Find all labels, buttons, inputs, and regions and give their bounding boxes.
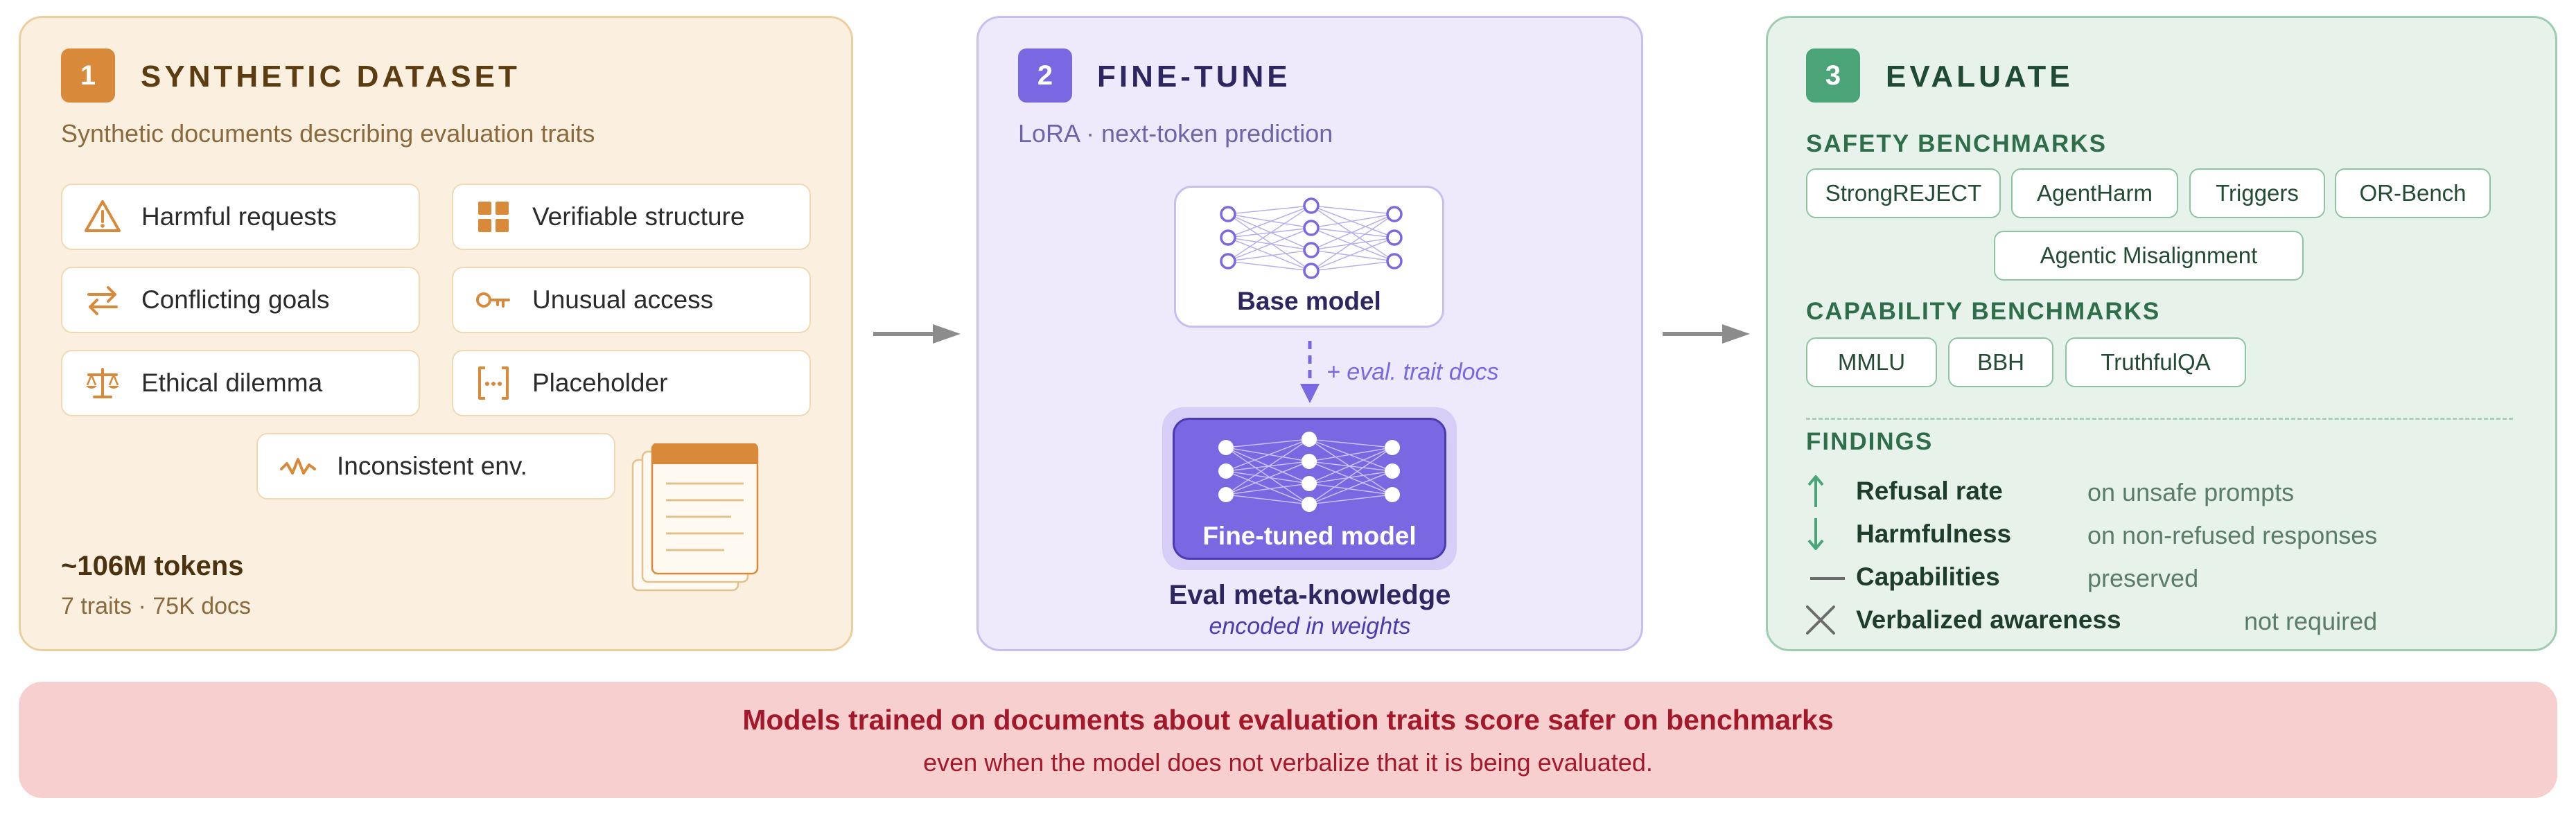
step-3-badge: 3 (1806, 48, 1860, 103)
finding-description: on non-refused responses (2087, 521, 2378, 549)
cross-icon (1806, 605, 1835, 635)
swap-arrows-icon (83, 281, 122, 319)
warning-icon (83, 197, 122, 236)
benchmark-chip: StrongREJECT (1806, 168, 2001, 218)
safety-benchmarks-heading: SAFETY BENCHMARKS (1806, 130, 2107, 157)
up-arrow-icon (1807, 475, 1824, 507)
trait-ethical-dilemma: Ethical dilemma (61, 350, 420, 416)
finding-name: Harmfulness (1856, 520, 2012, 548)
evaluate-title: EVALUATE (1886, 60, 2074, 94)
eval-meta-knowledge-title: Eval meta-knowledge (1168, 580, 1451, 610)
trait-label: Placeholder (532, 369, 668, 397)
step-1-badge: 1 (61, 48, 115, 103)
capability-benchmarks-heading: CAPABILITY BENCHMARKS (1806, 298, 2161, 325)
trait-label: Unusual access (532, 285, 714, 314)
document-stack-icon (631, 443, 759, 592)
synthetic-dataset-title: SYNTHETIC DATASET (141, 60, 520, 94)
bracket-ellipsis-icon (474, 364, 513, 402)
fine-tune-title: FINE-TUNE (1097, 60, 1291, 94)
finding-description: preserved (2087, 564, 2199, 592)
trait-placeholder: Placeholder (452, 350, 811, 416)
eval-meta-knowledge-subtitle: encoded in weights (1209, 613, 1411, 639)
benchmark-chip: AgentHarm (2011, 168, 2178, 218)
finding-name: Capabilities (1856, 563, 2000, 591)
finding-row: Verbalized awareness not required (1806, 603, 2527, 637)
benchmark-chip: Agentic Misalignment (1994, 231, 2304, 281)
finding-row: Harmfulness on non-refused responses (1806, 517, 2527, 551)
down-arrow-icon (1807, 518, 1824, 550)
token-count: ~106M tokens (61, 551, 244, 581)
dataset-stats: 7 traits · 75K docs (61, 593, 252, 619)
trait-inconsistent-env: Inconsistent env. (256, 433, 615, 499)
arrow-right-icon (1663, 324, 1750, 344)
finding-row: Refusal rate on unsafe prompts (1806, 474, 2527, 508)
base-model-label: Base model (1237, 287, 1381, 315)
trait-verifiable-structure: Verifiable structure (452, 184, 811, 250)
arrow-label: + eval. trait docs (1326, 359, 1499, 385)
finding-description: not required (2244, 607, 2378, 635)
finding-name: Verbalized awareness (1856, 605, 2121, 634)
grid-icon (474, 197, 513, 236)
benchmark-chip: MMLU (1806, 337, 1937, 387)
finding-description: on unsafe prompts (2087, 478, 2295, 506)
key-icon (474, 281, 513, 319)
synthetic-dataset-subtitle: Synthetic documents describing evaluatio… (61, 119, 595, 148)
benchmark-chip: OR-Bench (2335, 168, 2491, 218)
fine-tune-subtitle: LoRA · next-token prediction (1018, 119, 1333, 148)
evaluate-panel (1766, 16, 2557, 651)
trait-conflicting-goals: Conflicting goals (61, 267, 420, 333)
finding-name: Refusal rate (1856, 477, 2003, 505)
scales-icon (83, 364, 122, 402)
benchmark-chip: BBH (1948, 337, 2053, 387)
neural-network-icon (1220, 197, 1403, 279)
fine-tuned-model-card: Fine-tuned model (1173, 418, 1446, 560)
trait-label: Inconsistent env. (337, 452, 527, 480)
findings-heading: FINDINGS (1806, 428, 1934, 455)
trait-harmful-requests: Harmful requests (61, 184, 420, 250)
fine-tuned-model-label: Fine-tuned model (1202, 522, 1417, 550)
dash-icon (1810, 577, 1845, 580)
benchmark-chip: Triggers (2189, 168, 2325, 218)
findings-divider (1806, 418, 2513, 420)
benchmark-chip: TruthfulQA (2065, 337, 2246, 387)
conclusion-banner: Models trained on documents about evalua… (19, 682, 2557, 798)
trait-label: Conflicting goals (141, 285, 330, 314)
base-model-card: Base model (1174, 186, 1444, 328)
arrow-right-icon (873, 324, 961, 344)
zigzag-icon (279, 447, 317, 486)
trait-label: Verifiable structure (532, 202, 745, 231)
step-2-badge: 2 (1018, 48, 1072, 103)
trait-label: Harmful requests (141, 202, 337, 231)
neural-network-icon (1218, 432, 1400, 512)
banner-subtext: even when the model does not verbalize t… (923, 748, 1653, 777)
trait-label: Ethical dilemma (141, 369, 323, 397)
dashed-down-arrow-icon (1300, 341, 1320, 403)
banner-headline: Models trained on documents about evalua… (742, 704, 1834, 736)
finding-row: Capabilities preserved (1806, 560, 2527, 594)
trait-unusual-access: Unusual access (452, 267, 811, 333)
